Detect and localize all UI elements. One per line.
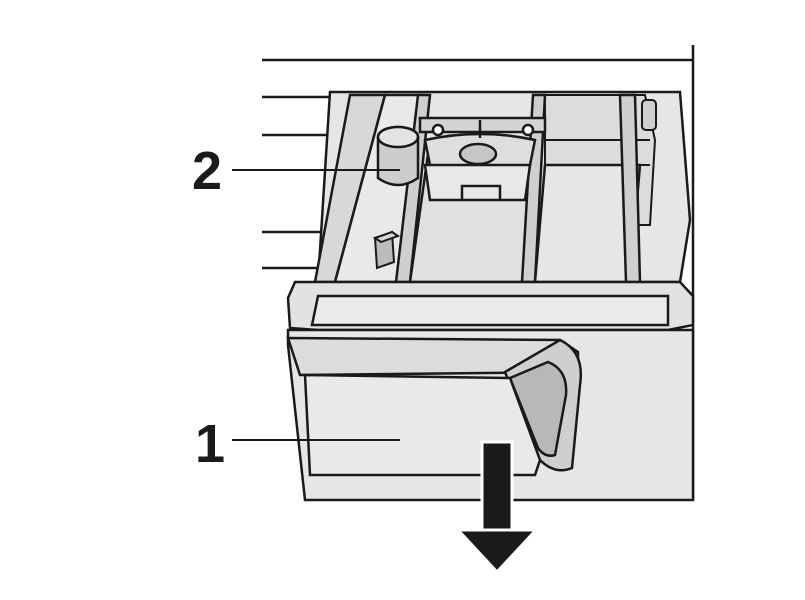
drawer-front (286, 328, 695, 502)
callout-1: 1 (195, 414, 400, 474)
drawer-block (372, 230, 401, 270)
callout-1-label: 1 (195, 414, 225, 474)
drawer-rim (286, 280, 695, 332)
callout-2: 2 (192, 141, 400, 201)
callout-2-label: 2 (192, 141, 222, 201)
siphon-cap (376, 125, 420, 187)
pull-out-arrow-icon (454, 440, 540, 575)
softener-cover (418, 116, 547, 202)
